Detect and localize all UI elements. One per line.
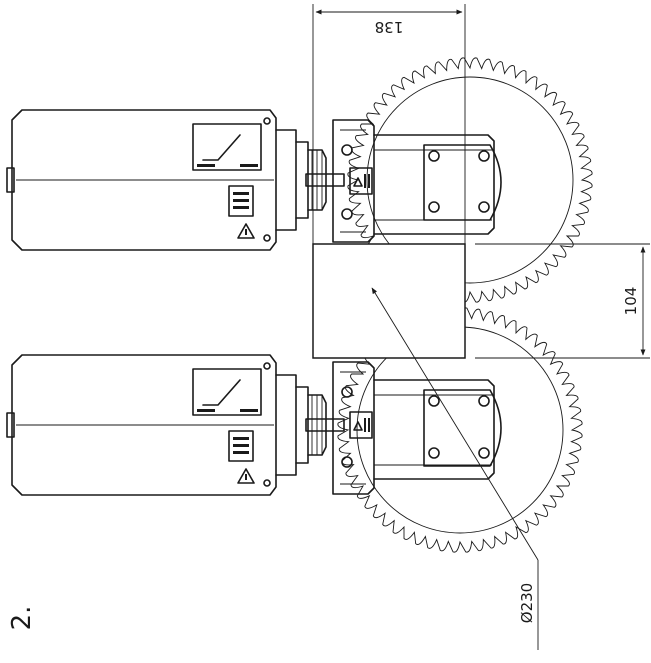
dimension-height-label: 104 — [622, 287, 640, 316]
motor-unit-bottom — [6, 354, 502, 496]
lock-label-icon — [349, 167, 373, 195]
lock-label-icon — [349, 411, 373, 439]
workpiece-block — [312, 243, 466, 359]
dimension-height: 104 — [475, 243, 650, 359]
dimension-width-label: 138 — [375, 18, 404, 36]
rating-label — [228, 430, 254, 462]
warning-triangle-icon — [237, 468, 255, 484]
figure-number: 2. — [7, 606, 37, 631]
motor-unit-top — [6, 109, 502, 251]
nameplate-switch-icon — [192, 368, 262, 416]
warning-triangle-icon — [237, 223, 255, 239]
dimension-width: 138 — [312, 4, 466, 244]
rating-label — [228, 185, 254, 217]
saw-blade-top — [347, 57, 593, 303]
nameplate-switch-icon — [192, 123, 262, 171]
dimension-diameter: Ø230 — [371, 287, 539, 650]
dimension-diameter-label: Ø230 — [518, 583, 536, 623]
